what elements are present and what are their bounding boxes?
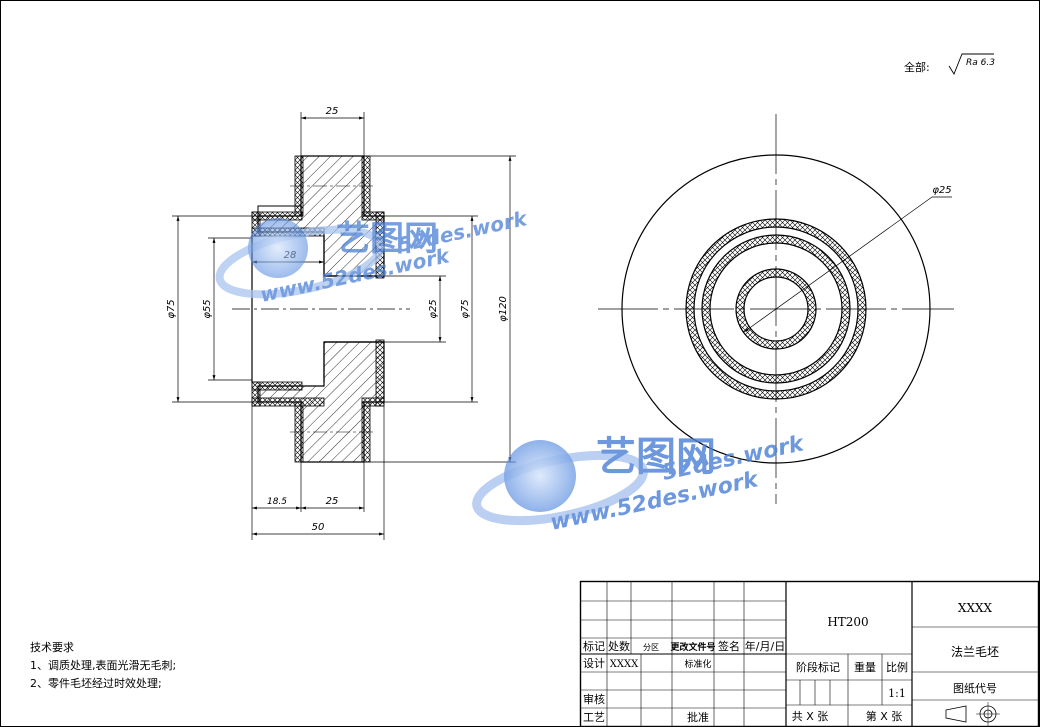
tb-approve: 批准 xyxy=(687,710,709,724)
title-block-text: 标记 处数 分区 更改文件号 签名 年/月/日 设计 XXXX 标准化 审核 工… xyxy=(583,601,999,724)
dim-phi75-right: φ75 xyxy=(460,299,471,318)
tb-design-value: XXXX xyxy=(610,659,639,670)
tb-rev-date: 年/月/日 xyxy=(745,639,785,653)
tb-process: 工艺 xyxy=(583,711,605,724)
dim-bottom-right: 25 xyxy=(326,496,339,507)
surface-finish-prefix: 全部: xyxy=(904,60,930,74)
section-dimensions xyxy=(172,112,516,540)
tb-rev-zone: 分区 xyxy=(643,643,659,652)
tb-drawing-no: XXXX xyxy=(958,601,993,615)
tb-sheets-total: 共 X 张 xyxy=(792,710,829,723)
tb-review: 审核 xyxy=(583,692,605,706)
tb-rev-mark: 标记 xyxy=(583,639,605,653)
dim-phi25: φ25 xyxy=(428,299,439,318)
section-view xyxy=(232,155,410,463)
surface-finish-value: Ra 6.3 xyxy=(966,58,995,68)
tb-rev-doc: 更改文件号 xyxy=(670,641,715,653)
watermark-brand-top: 艺图网 xyxy=(336,219,438,259)
dim-phi120: φ120 xyxy=(498,296,509,322)
tb-design: 设计 xyxy=(583,657,605,670)
tb-rev-count: 处数 xyxy=(608,640,630,653)
end-view xyxy=(598,114,954,504)
watermark-brand-bottom: 艺图网 xyxy=(596,434,716,480)
dim-top-width: 25 xyxy=(326,106,339,117)
surface-finish-symbol: 全部: Ra 6.3 xyxy=(904,53,995,75)
tb-stage-mark: 阶段标记 xyxy=(796,660,840,674)
tb-scale-value: 1:1 xyxy=(888,687,906,700)
dim-bottom-left: 18.5 xyxy=(267,497,287,507)
tb-drawing-code: 图纸代号 xyxy=(953,682,997,695)
tb-sheet-no: 第 X 张 xyxy=(866,709,903,723)
technical-requirements: 技术要求 1、调质处理,表面光滑无毛刺; 2、零件毛坯经过时效处理; xyxy=(30,641,176,690)
title-block xyxy=(579,580,1040,727)
tb-part-name: 法兰毛坯 xyxy=(951,645,999,659)
watermark-bottom: 艺图网 52des.work www.52des.work xyxy=(472,431,807,536)
tb-standardize: 标准化 xyxy=(684,658,711,670)
tech-req-item-2: 2、零件毛坯经过时效处理; xyxy=(30,676,162,690)
dim-phi75-left: φ75 xyxy=(166,299,177,318)
tb-material: HT200 xyxy=(827,615,868,629)
tech-req-item-1: 1、调质处理,表面光滑无毛刺; xyxy=(30,658,176,672)
dim-total: 50 xyxy=(312,522,325,533)
dim-phi25-circle: φ25 xyxy=(932,185,951,196)
tb-rev-sign: 签名 xyxy=(718,639,740,653)
tb-scale: 比例 xyxy=(886,660,908,674)
tb-weight: 重量 xyxy=(854,660,876,674)
dim-phi55: φ55 xyxy=(202,299,213,318)
tech-req-title: 技术要求 xyxy=(30,641,74,654)
